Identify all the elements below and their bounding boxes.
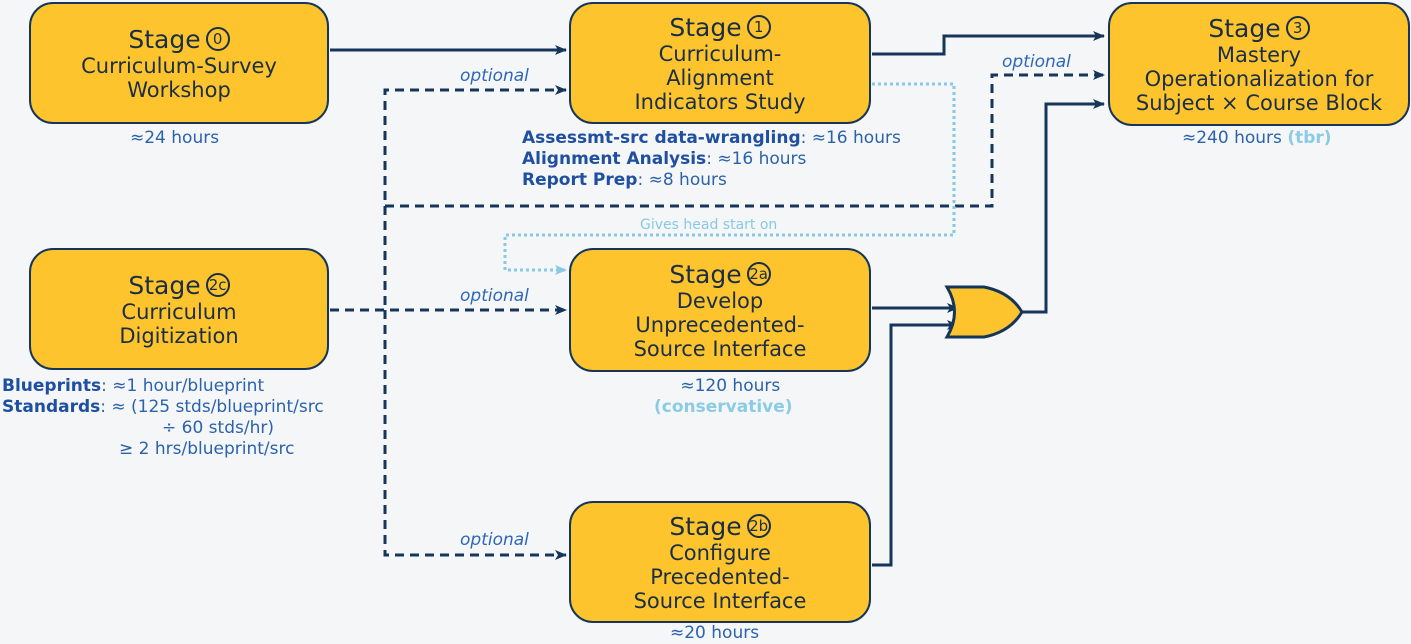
stage-3-hours-value: ≈240 hours [1182,128,1282,148]
stage-2a-hours-value: ≈120 hours [680,376,781,396]
stage-0-line-1: Curriculum-Survey [81,53,277,78]
stage-1-box[interactable]: Stage 1 Curriculum- Alignment Indicators… [569,2,871,124]
stage-1-breakdown-row: Report Prep: ≈8 hours [522,170,901,191]
stage-2b-label: Stage [669,511,742,541]
stage-2c-notes: Blueprints: ≈1 hour/blueprint Standards:… [2,376,324,460]
arrow-or-to-s3 [1022,99,1105,314]
head-start-label: Gives head start on [640,217,778,233]
standards-value: : ≈ (125 stds/blueprint/src [100,397,324,417]
stage-3-box[interactable]: Stage 3 Mastery Operationalization for S… [1108,2,1410,126]
stage-1-title: Stage 1 [669,12,771,42]
stage-3-number-badge: 3 [1285,16,1310,40]
stage-2b-line-1: Configure [669,540,771,565]
stage-2b-line-2: Precedented- [650,564,790,589]
arrow-s2c-to-s2b [383,310,567,560]
breakdown-value: : ≈8 hours [637,170,727,190]
stage-0-label: Stage [128,24,201,54]
breakdown-label: Assessmt-src data-wrangling [522,128,801,148]
stage-2a-label: Stage [669,259,742,289]
arrow-s1-headstart-s2a [503,82,956,275]
standards-label: Standards [2,397,101,417]
stage-2a-hours: ≈120 hours (conservative) [654,376,793,418]
blueprints-value: : ≈1 hour/blueprint [101,376,265,396]
stage-3-line-2: Operationalization for [1144,66,1374,91]
optional-label-s1: optional [460,66,529,86]
stage-0-line-2: Workshop [127,77,231,102]
stage-2a-title: Stage 2a [669,259,771,289]
stage-2c-line-1: Curriculum [121,299,237,324]
blueprints-row: Blueprints: ≈1 hour/blueprint [2,376,324,397]
stage-3-hours: ≈240 hours (tbr) [1182,128,1332,149]
stage-3-line-1: Mastery [1216,42,1302,67]
arrow-s2b-to-or [872,320,959,567]
optional-label-s2b: optional [460,530,529,550]
standards-row-3: ≥ 2 hrs/blueprint/src [119,439,295,459]
breakdown-value: : ≈16 hours [800,128,901,148]
stage-3-title: Stage 3 [1208,13,1310,43]
stage-1-breakdown: Assessmt-src data-wrangling: ≈16 hours A… [522,128,901,191]
stage-3-line-3: Subject × Course Block [1135,90,1383,115]
stage-2c-line-2: Digitization [119,323,239,348]
or-gate [944,285,1024,339]
stage-1-line-1: Curriculum- [658,41,782,66]
standards-row: Standards: ≈ (125 stds/blueprint/src [2,397,324,418]
arrow-s1-to-s3 [872,31,1105,56]
standards-row-2: ÷ 60 stds/hr) [162,418,274,438]
stage-2b-title: Stage 2b [669,511,771,541]
stage-1-number-badge: 1 [746,15,771,39]
optional-label-s3: optional [1002,52,1071,72]
stage-2a-line-3: Source Interface [633,336,807,361]
stage-2b-number-badge: 2b [746,514,771,538]
stage-0-hours: ≈24 hours [130,128,220,148]
stage-2a-line-2: Unprecedented- [635,312,805,337]
stage-2b-box[interactable]: Stage 2b Configure Precedented- Source I… [569,501,871,623]
optional-label-s2a: optional [460,286,529,306]
stage-1-breakdown-row: Assessmt-src data-wrangling: ≈16 hours [522,128,901,149]
stage-2c-number-badge: 2c [205,273,230,297]
stage-0-box[interactable]: Stage 0 Curriculum-Survey Workshop [29,2,329,124]
stage-0-number-badge: 0 [205,27,230,51]
stage-1-label: Stage [669,12,742,42]
stage-2c-label: Stage [128,270,201,300]
stage-2a-hours-note: (conservative) [654,397,793,417]
stage-2a-number-badge: 2a [746,262,771,286]
arrow-s2c-to-s1 [330,85,567,312]
stage-2a-box[interactable]: Stage 2a Develop Unprecedented- Source I… [569,248,871,372]
stage-0-title: Stage 0 [128,24,230,54]
stage-1-breakdown-row: Alignment Analysis: ≈16 hours [522,149,901,170]
stage-2c-box[interactable]: Stage 2c Curriculum Digitization [29,248,329,370]
stage-3-hours-note: (tbr) [1287,128,1332,148]
stage-2c-title: Stage 2c [128,270,230,300]
breakdown-label: Report Prep [522,170,638,190]
stage-2a-line-1: Develop [676,288,764,313]
stage-1-line-3: Indicators Study [634,89,806,114]
breakdown-label: Alignment Analysis [522,149,707,169]
blueprints-label: Blueprints [2,376,102,396]
stage-2b-line-3: Source Interface [633,588,807,613]
stage-1-line-2: Alignment [666,65,774,90]
breakdown-value: : ≈16 hours [706,149,807,169]
stage-3-label: Stage [1208,13,1281,43]
arrow-s2c-to-s3 [385,70,1105,208]
stage-2b-hours: ≈20 hours [670,623,760,643]
